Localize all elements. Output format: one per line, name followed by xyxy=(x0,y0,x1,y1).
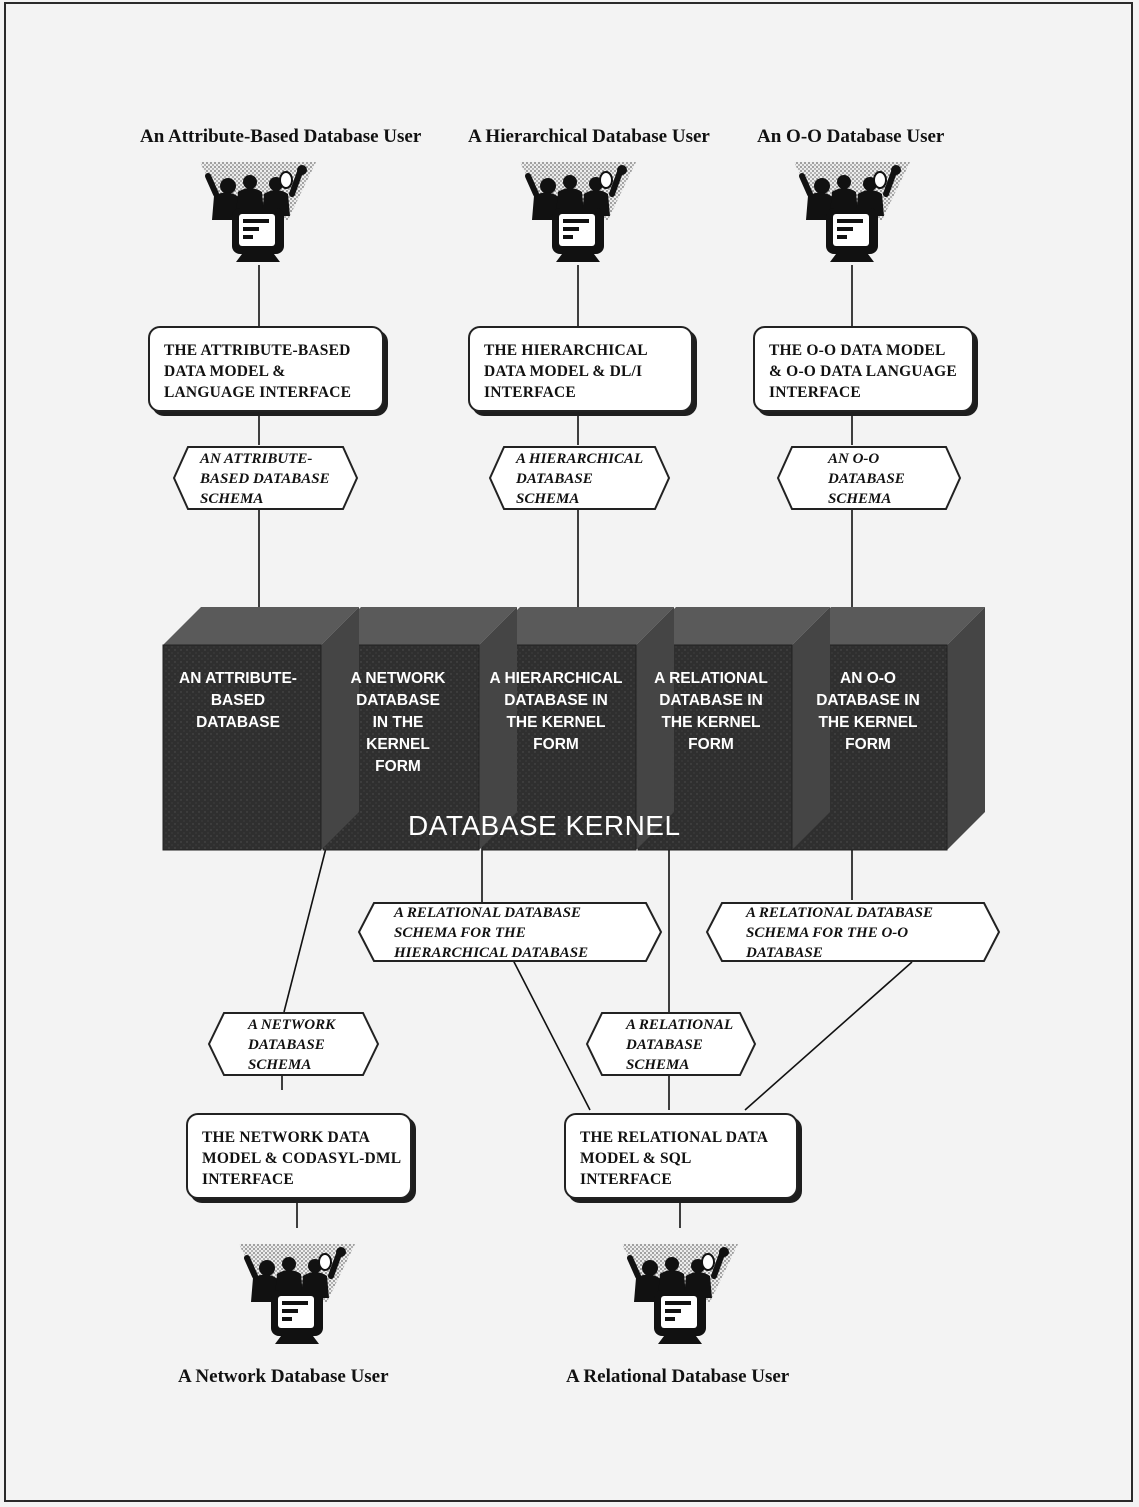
interface-network: THE NETWORK DATA MODEL & CODASYL-DML INT… xyxy=(186,1113,412,1199)
schema-relational-for-hierarchical: A RELATIONAL DATABASE SCHEMA FOR THE HIE… xyxy=(394,905,589,961)
users-at-terminal-icon xyxy=(794,162,910,262)
user-label-attribute: An Attribute-Based Database User xyxy=(140,126,422,147)
user-label-hierarchical: A Hierarchical Database User xyxy=(468,126,710,147)
database-kernel-label: DATABASE KERNEL xyxy=(408,810,681,841)
kernel-cube-label-hierarchical: A HIERARCHICAL DATABASE IN THE KERNEL FO… xyxy=(489,670,623,753)
interface-hierarchical: THE HIERARCHICAL DATA MODEL & DL/I INTER… xyxy=(468,326,693,412)
interface-attribute: THE ATTRIBUTE-BASED DATA MODEL & LANGUAG… xyxy=(148,326,384,412)
user-label-oo: An O-O Database User xyxy=(757,126,945,147)
schema-attribute: AN ATTRIBUTE- BASED DATABASE SCHEMA xyxy=(200,451,330,507)
kernel-cube-label-relational: A RELATIONAL DATABASE IN THE KERNEL FORM xyxy=(654,670,768,753)
schema-oo: AN O-O DATABASE SCHEMA xyxy=(828,451,905,507)
kernel-cube-label-network: A NETWORK DATABASE IN THE KERNEL FORM xyxy=(350,670,446,775)
users-at-terminal-icon xyxy=(200,162,316,262)
schema-network: A NETWORK DATABASE SCHEMA xyxy=(248,1017,336,1073)
users-at-terminal-icon xyxy=(520,162,636,262)
users-at-terminal-icon xyxy=(622,1244,738,1344)
kernel-cube-label-oo: AN O-O DATABASE IN THE KERNEL FORM xyxy=(816,670,920,753)
interface-oo: THE O-O DATA MODEL & O-O DATA LANGUAGE I… xyxy=(753,326,974,412)
connector-lines xyxy=(258,265,913,1228)
figure-frame xyxy=(4,2,1133,1502)
kernel-cube-attribute xyxy=(162,607,359,851)
schema-relational: A RELATIONAL DATABASE SCHEMA xyxy=(626,1017,734,1073)
users-at-terminal-icon xyxy=(239,1244,355,1344)
kernel-cube-label-attribute: AN ATTRIBUTE- BASED DATABASE xyxy=(179,670,297,731)
schema-hierarchical: A HIERARCHICAL DATABASE SCHEMA xyxy=(516,451,644,507)
user-label-relational: A Relational Database User xyxy=(566,1366,790,1387)
schema-relational-for-oo: A RELATIONAL DATABASE SCHEMA FOR THE O-O… xyxy=(746,905,934,961)
user-label-network: A Network Database User xyxy=(178,1366,389,1387)
database-kernel xyxy=(162,607,985,851)
interface-relational: THE RELATIONAL DATA MODEL & SQL INTERFAC… xyxy=(564,1113,798,1199)
schema-shapes xyxy=(172,446,1001,1076)
